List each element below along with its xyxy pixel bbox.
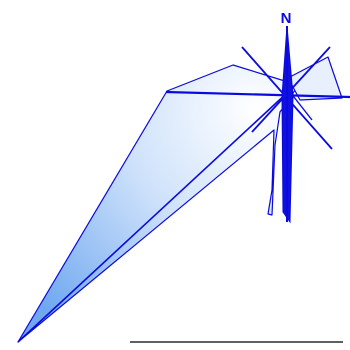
north-label: N — [281, 10, 292, 27]
kite-polygon — [17, 64, 297, 343]
horizontal-line — [165, 90, 350, 99]
compass-spoke-short — [289, 91, 313, 121]
diagonal-line — [17, 91, 289, 343]
